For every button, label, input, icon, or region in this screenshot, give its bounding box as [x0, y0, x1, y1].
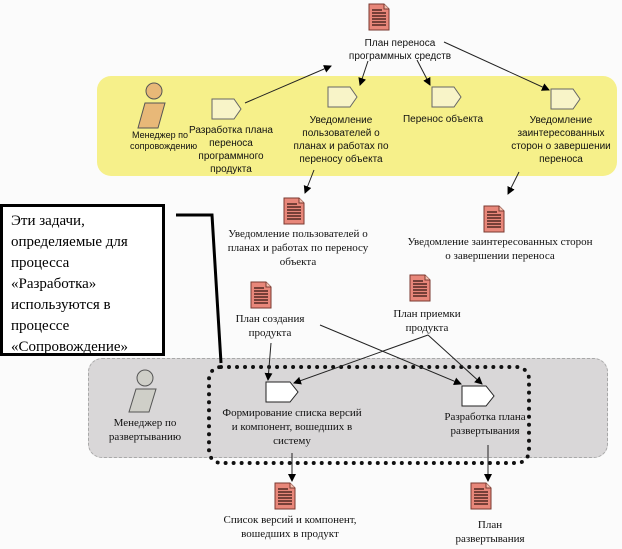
task-label: Перенос объекта — [402, 114, 484, 125]
callout-note: Эти задачи, определяемые для процесса «Р… — [0, 204, 165, 356]
shared-tasks-highlight — [207, 365, 531, 465]
task-icon[interactable] — [550, 88, 581, 110]
flow-arrows — [244, 41, 550, 482]
document-icon — [470, 482, 492, 510]
document-label: Список версий и компонент, вошедших в пр… — [223, 514, 357, 540]
document-label: План переноса программных средств — [348, 38, 452, 62]
document-icon — [283, 197, 305, 225]
document-icon — [274, 482, 296, 510]
document-icon — [368, 3, 390, 31]
task-icon[interactable] — [327, 86, 358, 108]
callout-pointer — [176, 213, 223, 364]
task-icon[interactable] — [211, 98, 242, 120]
task-label: Уведомление пользователей о планах и раб… — [293, 115, 389, 165]
document-label: Уведомление заинтересованных сторон о за… — [407, 236, 593, 262]
task-icon[interactable] — [431, 86, 462, 108]
document-label: План приемки продукта — [393, 308, 461, 334]
task-label: Уведомление заинтересованных сторон о за… — [511, 115, 611, 165]
maintenance-swimlane — [97, 76, 617, 176]
document-label: План создания продукта — [235, 313, 305, 339]
document-label: Уведомление пользователей о планах и раб… — [227, 228, 369, 268]
document-icon — [409, 274, 431, 302]
document-icon — [483, 205, 505, 233]
task-icon[interactable] — [265, 381, 299, 403]
document-label: План развертывания — [455, 519, 525, 545]
task-label: Разработка плана переноса программного п… — [189, 125, 273, 175]
task-label: Разработка плана развертывания — [444, 411, 526, 437]
task-label: Формирование списка версий и компонент, … — [222, 407, 362, 447]
role-actor-icon — [128, 369, 157, 413]
role-label: Менеджер по развертыванию — [108, 417, 182, 443]
task-icon[interactable] — [461, 385, 495, 407]
role-label: Менеджер по сопровождению — [130, 130, 198, 151]
role-actor-icon — [137, 82, 166, 129]
document-icon — [250, 281, 272, 309]
